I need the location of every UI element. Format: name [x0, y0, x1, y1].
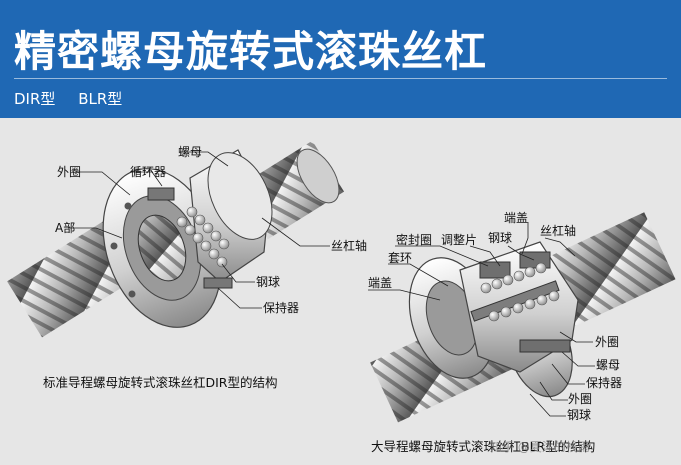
page-title: 精密螺母旋转式滚珠丝杠 — [14, 27, 488, 76]
dir-steel-balls — [176, 206, 230, 268]
label-end-cap-left: 端盖 — [368, 276, 393, 290]
label-steel-ball-dir: 钢球 — [256, 275, 281, 289]
header-divider — [14, 78, 667, 79]
label-circulator: 循环器 — [130, 165, 167, 179]
label-retainer-dir: 保持器 — [263, 301, 300, 315]
blr-steel-balls — [480, 262, 560, 322]
model-blr: BLR型 — [78, 90, 123, 108]
label-screw-shaft-blr: 丝杠轴 — [540, 224, 577, 238]
label-retainer-blr: 保持器 — [586, 376, 623, 390]
model-list: DIR型 BLR型 — [14, 88, 140, 109]
caption-dir: 标准导程螺母旋转式滚珠丝杠DIR型的结构 — [43, 375, 278, 390]
dir-leader-lines — [68, 151, 330, 309]
header-banner: 精密螺母旋转式滚珠丝杠 DIR型 BLR型 — [0, 0, 681, 118]
label-end-cap-top: 端盖 — [504, 211, 529, 225]
blr-leader-lines — [368, 222, 595, 417]
label-a-part: A部 — [55, 221, 76, 235]
label-outer-ring-dir: 外圈 — [57, 165, 82, 179]
label-nut-blr: 螺母 — [596, 358, 621, 372]
label-steel-ball-top: 钢球 — [488, 231, 513, 245]
label-sleeve-ring: 套环 — [388, 251, 413, 265]
caption-blr: 大导程螺母旋转式滚珠丝杠BLR型的结构 — [371, 439, 596, 454]
model-dir: DIR型 — [14, 90, 56, 108]
label-seal-ring: 密封圈 — [396, 233, 433, 247]
label-screw-shaft-dir: 丝杠轴 — [331, 239, 368, 253]
watermark-text: 知乎 @夏沐的栈雨 — [490, 440, 590, 454]
label-outer-ring-right: 外圈 — [595, 335, 620, 349]
label-outer-ring-bottom: 外圈 — [568, 392, 593, 406]
label-nut-dir: 螺母 — [178, 145, 203, 159]
label-adjust-plate: 调整片 — [441, 233, 478, 247]
diagram-area: 外圈 循环器 螺母 A部 丝杠轴 钢球 保持器 标准导程螺母旋转式滚珠丝杠DIR… — [0, 118, 681, 465]
diagram-illustration — [7, 140, 676, 423]
label-steel-ball-bottom: 钢球 — [567, 408, 592, 422]
